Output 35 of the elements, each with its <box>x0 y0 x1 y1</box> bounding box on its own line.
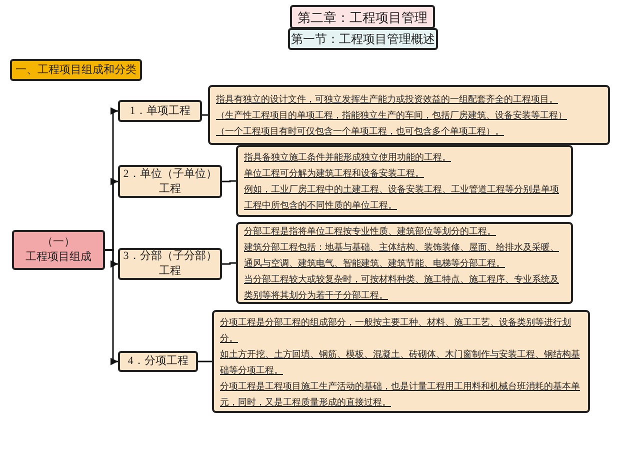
box-label: 4．分项工程 <box>128 354 188 369</box>
category-box <box>118 351 198 372</box>
description-text: 如土方开挖、土方回填、钢筋、模板、混凝土、砖砌体、木门窗制作与安装工程、钢结构基础等分项工程。 <box>220 348 581 376</box>
connector-line <box>222 180 236 182</box>
description-text: 例如，工业厂房工程中的土建工程、设备安装工程、工业管道工程等分别是单项工程中所包含的不同性质的单位工程。 <box>244 183 560 212</box>
description-text: （生产性工程项目的单项工程，指能独立生产的车间，包括厂房建筑、设备安装等工程） <box>216 109 568 122</box>
description-text: 指具有独立的设计文件，可独立发挥生产能力或投资效益的一组配套齐全的工程项目。 <box>216 93 559 106</box>
box-label: 第一节：工程项目管理概述 <box>291 31 435 47</box>
box-label: 一、工程项目组成和分类 <box>16 62 136 78</box>
description-text: 单位工程可分解为建筑工程和设备安装工程。 <box>244 167 425 180</box>
category-box <box>118 100 202 122</box>
root-box <box>12 230 105 270</box>
box-label: 第二章：工程项目管理 <box>298 8 428 26</box>
box-label: 3．分部（子分部）工程 <box>122 249 218 279</box>
connector-line <box>202 114 208 116</box>
description-box <box>236 222 573 304</box>
box-label: 2．单位（子单位）工程 <box>122 166 218 196</box>
description-box <box>236 145 573 217</box>
description-text: 指具备独立施工条件并能形成独立使用功能的工程。 <box>244 151 452 164</box>
description-text: 当分部工程较大或较复杂时，可按材料种类、施工特点、施工程序、专业系统及类别等将其划分为若干子分部工程。 <box>244 273 560 302</box>
description-text: 建筑分部工程包括：地基与基础、主体结构、装饰装修、屋面、给排水及采暖、通风与空调、建筑电气、智能建筑、建筑节能、电梯等分部工程。 <box>244 241 560 270</box>
box-label: 1．单项工程 <box>130 104 190 118</box>
description-text: 分项工程是工程项目施工生产活动的基础，也是计量工程用工用料和机械台班消耗的基本单元，同时，又是工程质量形成的直接过程。 <box>220 380 581 408</box>
description-text: （一个工程项目有时可仅包含一个单项工程，也可包含多个单项工程）。 <box>216 125 505 138</box>
description-text: 分部工程是指将单位工程按专业性质、建筑部位等划分的工程。 <box>244 225 497 238</box>
description-text: 分项工程是分部工程的组成部分，一般按主要工种、材料、施工工艺、设备类别等进行划分。 <box>220 316 572 344</box>
connector-line <box>222 262 236 265</box>
description-box <box>208 85 610 145</box>
arrow <box>105 249 118 366</box>
chapter-title-box <box>290 5 435 29</box>
description-box <box>212 310 590 413</box>
heading-box <box>10 59 142 81</box>
box-label: 工程项目组成 <box>26 250 92 265</box>
box-label: （一） <box>42 235 75 250</box>
connector-line <box>198 360 212 362</box>
